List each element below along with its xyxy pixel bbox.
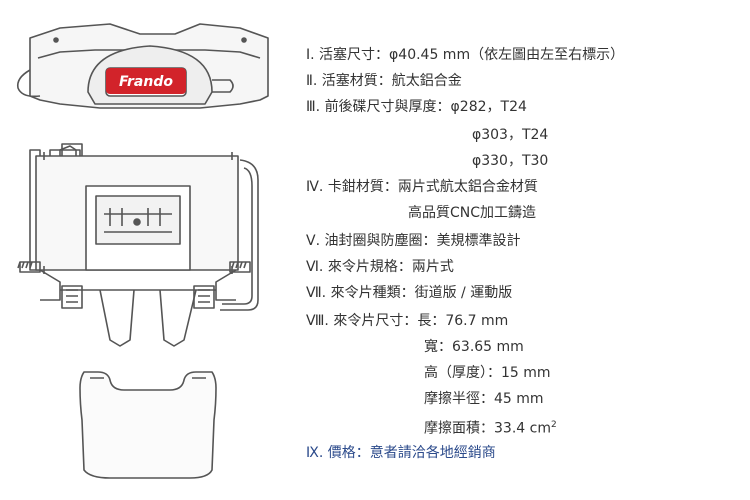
- superscript: 2: [550, 420, 557, 430]
- brand-badge: [106, 68, 186, 94]
- spec-text: 油封圈與防塵圈：美規標準設計: [324, 233, 521, 249]
- spec-number: Ⅶ.: [306, 285, 327, 301]
- spec-line-8: Ⅷ. 來令片尺寸：長：76.7 mm: [306, 312, 508, 330]
- spec-number: Ⅷ.: [306, 313, 329, 329]
- spec-text: 寬：63.65 mm: [424, 339, 524, 355]
- spec-line-8d: 摩擦半徑：45 mm: [424, 390, 544, 408]
- spec-number: Ⅱ.: [306, 73, 318, 89]
- spec-line-6: Ⅵ. 來令片規格：兩片式: [306, 258, 454, 276]
- spec-number: Ⅸ.: [306, 445, 324, 461]
- spec-line-1: Ⅰ. 活塞尺寸：φ40.45 mm（依左圖由左至右標示）: [306, 46, 624, 64]
- spec-text: 高（厚度）：15 mm: [424, 365, 551, 381]
- spec-line-8c: 高（厚度）：15 mm: [424, 364, 551, 382]
- spec-text: φ330，T30: [472, 153, 549, 169]
- spec-text: 前後碟尺寸與厚度：φ282，T24: [324, 99, 527, 115]
- spec-text: 卡鉗材質：兩片式航太鋁合金材質: [327, 179, 538, 195]
- spec-number: Ⅰ.: [306, 47, 315, 63]
- spec-line-4b: 高品質CNC加工鑄造: [408, 204, 536, 222]
- spec-text: 摩擦面積：33.4 cm: [424, 420, 551, 437]
- spec-line-4: Ⅳ. 卡鉗材質：兩片式航太鋁合金材質: [306, 178, 538, 196]
- spec-line-3b: φ303，T24: [472, 126, 548, 144]
- price-text: 價格：意者請洽各地經銷商: [327, 445, 496, 461]
- spec-number: Ⅴ.: [306, 233, 321, 249]
- spec-line-3c: φ330，T30: [472, 152, 548, 170]
- spec-line-8e: 摩擦面積：33.4 cm2: [424, 416, 557, 438]
- caliper-front-view: [17, 143, 259, 347]
- spec-line-5: Ⅴ. 油封圈與防塵圈：美規標準設計: [306, 232, 520, 250]
- spec-number: Ⅳ.: [306, 179, 324, 195]
- spec-text: 來令片規格：兩片式: [327, 259, 454, 275]
- spec-text: 活塞尺寸：φ40.45 mm（依左圖由左至右標示）: [319, 47, 625, 63]
- spec-text: 來令片尺寸：長：76.7 mm: [333, 313, 509, 329]
- spec-text: 摩擦半徑：45 mm: [424, 391, 544, 407]
- spec-line-8b: 寬：63.65 mm: [424, 338, 524, 356]
- spec-line-2: Ⅱ. 活塞材質：航太鋁合金: [306, 72, 462, 90]
- spec-text: 活塞材質：航太鋁合金: [321, 73, 462, 89]
- spec-line-9: Ⅸ. 價格：意者請洽各地經銷商: [306, 444, 496, 462]
- brake-pad-drawing: [79, 371, 217, 479]
- spec-line-7: Ⅶ. 來令片種類：街道版 / 運動版: [306, 284, 512, 302]
- spec-text: φ303，T24: [472, 127, 549, 143]
- spec-text: 來令片種類：街道版 / 運動版: [330, 285, 513, 301]
- spec-number: Ⅲ.: [306, 99, 321, 115]
- spec-line-3: Ⅲ. 前後碟尺寸與厚度：φ282，T24: [306, 98, 527, 116]
- spec-number: Ⅵ.: [306, 259, 324, 275]
- brand-logo-text: Frando: [119, 74, 173, 90]
- caliper-drawing: Frando: [16, 23, 269, 479]
- caliper-top-view: [16, 23, 269, 109]
- spec-text: 高品質CNC加工鑄造: [408, 205, 537, 221]
